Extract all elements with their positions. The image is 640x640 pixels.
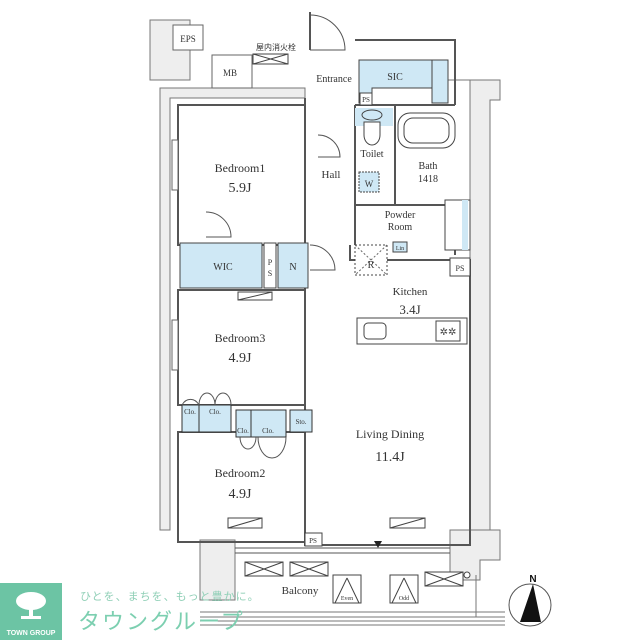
balcony-railing bbox=[200, 575, 505, 626]
balcony-ac-units bbox=[244, 561, 464, 587]
fire-hydrant-label: 屋内消火栓 bbox=[256, 42, 296, 52]
living-dining-label: Living Dining bbox=[356, 427, 424, 441]
bedroom1-label: Bedroom1 bbox=[215, 161, 266, 175]
ps-entrance bbox=[359, 92, 373, 106]
linen-cabinet bbox=[392, 241, 408, 253]
hall-label: Hall bbox=[322, 169, 341, 181]
bedroom3-aircon bbox=[237, 291, 273, 301]
entry-marker-icon bbox=[374, 541, 382, 548]
wic-storage bbox=[179, 242, 309, 289]
ps-balcony bbox=[304, 532, 323, 547]
entrance-label: Entrance bbox=[316, 74, 352, 85]
logo-text: TOWN GROUP bbox=[6, 630, 56, 637]
toilet-label: Toilet bbox=[360, 149, 383, 160]
bathtub-icon bbox=[397, 112, 456, 149]
brand-name: タウングループ bbox=[78, 610, 245, 635]
bedroom1-window bbox=[171, 139, 179, 191]
ac-odd-label: Odd bbox=[399, 596, 409, 602]
sink-icon bbox=[363, 322, 387, 340]
mb-room bbox=[211, 54, 253, 89]
town-group-logo: TOWN GROUP bbox=[0, 583, 62, 640]
bath-size: 1418 bbox=[418, 174, 438, 185]
bedroom3-label: Bedroom3 bbox=[215, 331, 266, 345]
ps-mid-label-2: S bbox=[268, 269, 272, 278]
tree-icon bbox=[16, 592, 46, 619]
living-dining-size: 11.4J bbox=[375, 450, 405, 465]
mb-label: MB bbox=[223, 68, 237, 78]
powder-room-label-2: Room bbox=[388, 222, 413, 233]
living-door[interactable] bbox=[309, 244, 336, 271]
compass-north-label: N bbox=[529, 574, 536, 585]
linen-label: Lin bbox=[396, 246, 404, 252]
closet1-label: Clo. bbox=[184, 408, 196, 416]
powder-room-label: Powder bbox=[385, 210, 416, 221]
ps-kitchen-label: PS bbox=[456, 264, 465, 273]
bedroom3-size: 4.9J bbox=[229, 351, 253, 366]
closet2-label: Clo. bbox=[209, 408, 221, 416]
storage-label: Sto. bbox=[295, 418, 306, 426]
eps-label: EPS bbox=[180, 34, 196, 44]
fridge-label: R bbox=[368, 260, 375, 271]
washer-space bbox=[358, 171, 380, 193]
bedroom2-size: 4.9J bbox=[229, 487, 253, 502]
compass-icon bbox=[508, 583, 552, 627]
kitchen-size: 3.4J bbox=[399, 302, 420, 317]
kitchen-label: Kitchen bbox=[393, 286, 428, 298]
ps-mid bbox=[263, 242, 277, 289]
bedroom2-aircon bbox=[227, 517, 263, 529]
sic-label: SIC bbox=[387, 72, 403, 83]
closet3-label: Clo. bbox=[237, 427, 249, 435]
eps-room bbox=[172, 24, 204, 51]
toilet-sink-icon bbox=[361, 109, 383, 121]
wic-label: WIC bbox=[213, 262, 233, 273]
living-aircon bbox=[389, 517, 426, 529]
ps-mid-label-1: P bbox=[268, 258, 273, 267]
hall-door[interactable] bbox=[317, 134, 341, 158]
balcony-sash bbox=[235, 547, 450, 554]
bedroom2-label: Bedroom2 bbox=[215, 466, 266, 480]
stove-icon bbox=[435, 320, 461, 342]
ac-odd-icon bbox=[389, 574, 419, 604]
toilet-icon bbox=[363, 121, 381, 146]
bedroom1-door[interactable] bbox=[205, 211, 232, 238]
common-area bbox=[149, 19, 501, 601]
entrance-door[interactable] bbox=[309, 14, 346, 51]
bedroom3-window bbox=[171, 319, 179, 371]
ac-even-label: Even bbox=[341, 596, 353, 602]
ps-balcony-label: PS bbox=[309, 537, 317, 545]
bedroom1-size: 5.9J bbox=[229, 181, 253, 196]
ac-even-icon bbox=[332, 574, 362, 604]
closet-doors[interactable] bbox=[181, 392, 287, 459]
ps-entrance-label: PS bbox=[362, 96, 370, 104]
bath-label: Bath bbox=[419, 161, 438, 172]
closet4-label: Clo. bbox=[262, 427, 274, 435]
balcony-label: Balcony bbox=[282, 585, 319, 597]
slogan: ひとを、まちを、もっと豊かに。 bbox=[80, 590, 260, 603]
fire-hydrant-icon bbox=[252, 53, 289, 65]
niche-label: N bbox=[289, 262, 296, 273]
ps-kitchen bbox=[449, 257, 471, 277]
washer-label: W bbox=[365, 179, 374, 189]
burner-icon: ✲✲ bbox=[440, 327, 457, 338]
